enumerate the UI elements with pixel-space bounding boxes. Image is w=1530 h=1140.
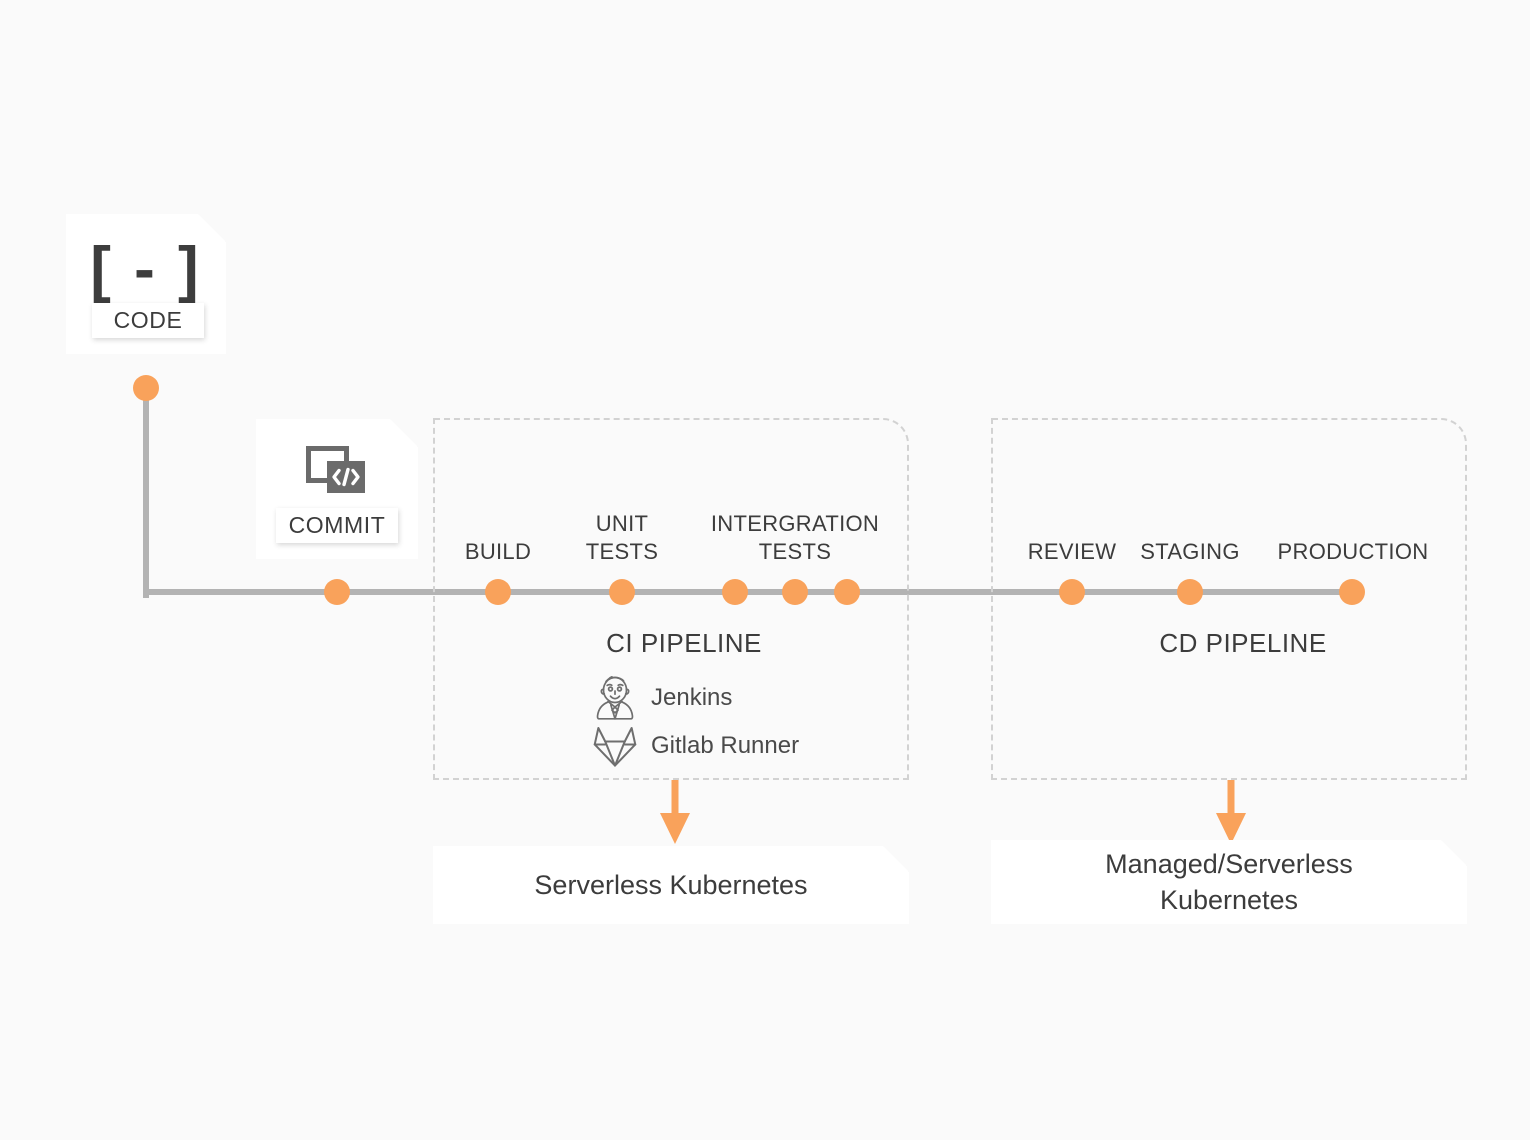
ci-to-target-arrow-svg [660, 780, 690, 844]
cd-stage-dot-staging[interactable] [1177, 579, 1203, 605]
code-bracket-icon: [ - ] [66, 236, 226, 304]
timeline-dot-origin[interactable] [133, 375, 159, 401]
gitlab-tanuki-icon [593, 724, 637, 768]
ci-target-box-serverless-kubernetes[interactable]: Serverless Kubernetes [433, 846, 909, 924]
cd-stage-label-staging: STAGING [1140, 539, 1240, 564]
code-to-timeline-vertical-line [143, 388, 149, 598]
main-timeline-horizontal-line [143, 589, 1358, 595]
ci-stage-label-intergration-tests: INTERGRATION TESTS [710, 511, 880, 564]
ci-stage-dot-build[interactable] [485, 579, 511, 605]
cd-stage-dot-review[interactable] [1059, 579, 1085, 605]
ci-tool-jenkins: Jenkins [593, 676, 732, 720]
ci-pipeline-title: CI PIPELINE [606, 628, 762, 658]
ci-stage-dot-intergration-tests-1[interactable] [722, 579, 748, 605]
ci-stage-dot-unit-tests[interactable] [609, 579, 635, 605]
ci-tool-gitlab-runner: Gitlab Runner [593, 724, 799, 768]
ci-stage-dot-intergration-tests-2[interactable] [782, 579, 808, 605]
ci-tool-label-jenkins: Jenkins [651, 684, 733, 711]
cd-target-box-managed-serverless-kubernetes[interactable]: Managed/Serverless Kubernetes [991, 840, 1467, 924]
ci-to-target-arrow [652, 780, 698, 851]
commit-card-label-chip: COMMIT [276, 508, 398, 543]
jenkins-butler-icon [593, 676, 637, 720]
cd-stage-dot-production[interactable] [1339, 579, 1365, 605]
ci-stage-label-build: BUILD [464, 539, 532, 564]
ci-tool-label-gitlab-runner: Gitlab Runner [651, 732, 800, 759]
commit-card-label: COMMIT [288, 512, 386, 538]
gitlab-tanuki-icon-svg [593, 727, 637, 767]
cd-to-target-arrow-svg [1216, 780, 1246, 844]
cd-stage-label-review: REVIEW [1027, 539, 1117, 564]
ci-stage-dot-intergration-tests-3[interactable] [834, 579, 860, 605]
ci-pipeline-container [433, 418, 909, 780]
timeline-dot-commit[interactable] [324, 579, 350, 605]
cd-stage-label-production: PRODUCTION [1277, 539, 1429, 564]
commit-windows-icon-svg [306, 446, 368, 502]
cd-to-target-arrow [1208, 780, 1254, 851]
code-card-label: CODE [113, 307, 183, 333]
code-bracket-glyph: [ - ] [90, 235, 202, 304]
cd-pipeline-title: CD PIPELINE [1159, 628, 1327, 658]
jenkins-butler-icon-svg [596, 676, 634, 720]
commit-windows-icon [256, 443, 418, 505]
cd-pipeline-container [991, 418, 1467, 780]
code-card-label-chip: CODE [92, 303, 204, 338]
ci-stage-label-unit-tests: UNIT TESTS [585, 511, 659, 564]
